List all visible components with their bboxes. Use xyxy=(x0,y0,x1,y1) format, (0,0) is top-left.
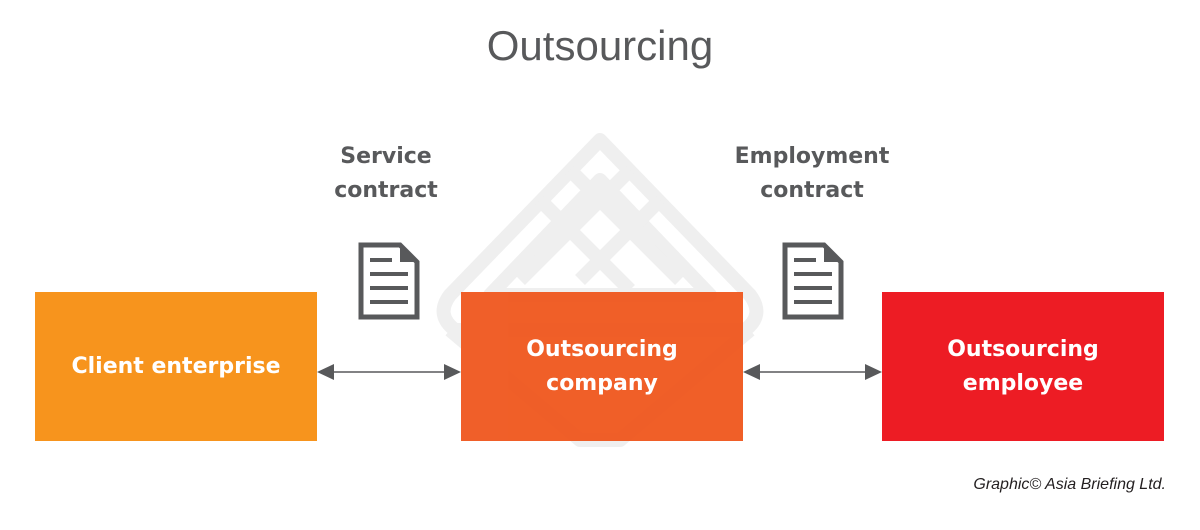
page-title: Outsourcing xyxy=(486,22,714,69)
service-contract-line1: Service xyxy=(340,144,432,169)
service-contract-label: Service contract xyxy=(256,140,516,208)
employment-contract-line1: Employment xyxy=(734,144,890,169)
client-enterprise-box: Client enterprise xyxy=(35,292,317,441)
outsourcing-employee-box: Outsourcing employee xyxy=(882,292,1164,441)
credit-text: Graphic© Asia Briefing Ltd. xyxy=(973,476,1166,493)
outsourcing-company-box: Outsourcing company xyxy=(461,292,743,441)
double-arrow xyxy=(317,364,461,380)
box-label: employee xyxy=(962,370,1084,396)
employment-contract-label: Employment contract xyxy=(682,140,942,208)
document-icon xyxy=(782,242,844,320)
document-icon xyxy=(358,242,420,320)
box-label: Client enterprise xyxy=(71,353,281,379)
service-contract-line2: contract xyxy=(334,178,438,203)
employment-contract-line2: contract xyxy=(760,178,864,203)
double-arrow xyxy=(743,364,882,380)
box-label: Outsourcing xyxy=(526,336,678,362)
box-label: company xyxy=(546,370,658,396)
box-label: Outsourcing xyxy=(947,336,1099,362)
